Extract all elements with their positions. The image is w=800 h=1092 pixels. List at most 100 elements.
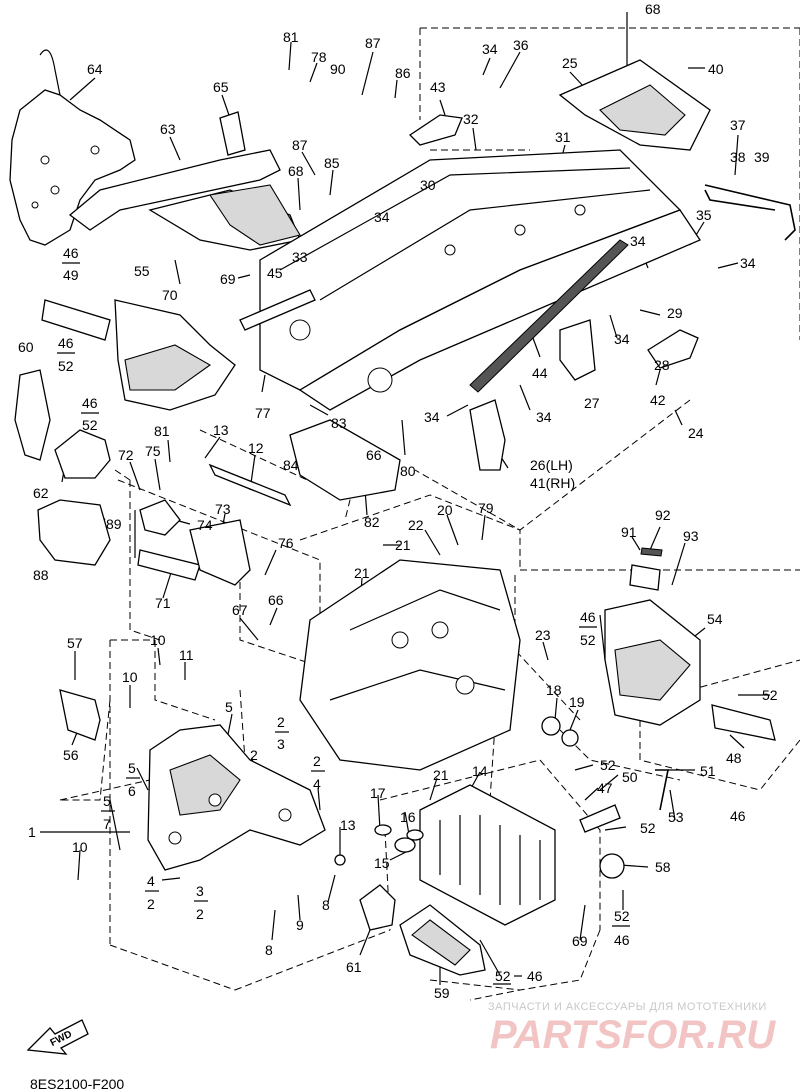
rear-plate-recess	[599, 84, 686, 136]
side-bracket-part-26-41	[469, 399, 506, 471]
tunnel-frame-part-24	[259, 149, 701, 411]
part-92	[640, 547, 663, 557]
part-label-34-f: 34	[424, 409, 440, 425]
part-label-9: 9	[296, 917, 304, 933]
part-label-2-e: 2	[196, 906, 204, 922]
part-label-5-c: 5	[103, 793, 111, 809]
ring-part-18	[541, 716, 561, 736]
part-label-34-b: 34	[374, 209, 390, 225]
part-label-5: 5	[225, 699, 233, 715]
part-label-3: 3	[277, 736, 285, 752]
part-label-83: 83	[331, 415, 347, 431]
part-label-5-b: 5	[128, 760, 136, 776]
part-label-52-c: 52	[580, 632, 596, 648]
part-label-61: 61	[346, 959, 362, 975]
pad-part-28	[647, 329, 699, 369]
part-label-53: 53	[668, 809, 684, 825]
part-label-66-b: 66	[268, 592, 284, 608]
part-label-11: 11	[179, 647, 194, 663]
rail-part-12	[208, 463, 292, 507]
part-label-25: 25	[562, 55, 578, 71]
rod-part-51	[655, 769, 669, 811]
lower-frame-part-22	[299, 559, 521, 771]
part-label-10-b: 10	[122, 669, 138, 685]
part-label-82: 82	[364, 514, 380, 530]
front-frame-part-64	[9, 49, 136, 246]
part-label-27: 27	[584, 395, 600, 411]
part-label-71: 71	[155, 595, 171, 611]
part-label-2-d: 2	[147, 896, 155, 912]
part-label-73: 73	[215, 501, 231, 517]
part-label-40: 40	[708, 61, 724, 77]
part-label-13-b: 13	[340, 817, 356, 833]
group-boundaries	[59, 27, 800, 1001]
part-label-52-g: 52	[614, 908, 630, 924]
part-label-52-h: 52	[495, 968, 511, 984]
part-label-47: 47	[597, 780, 613, 796]
part-label-41-rh: 41(RH)	[530, 475, 575, 491]
part-label-3-b: 3	[196, 883, 204, 899]
part-label-49: 49	[63, 267, 79, 283]
part-label-69: 69	[220, 271, 236, 287]
heat-exchanger-part-14	[419, 784, 556, 926]
disc-part-58	[599, 853, 625, 879]
part-label-20: 20	[437, 502, 453, 518]
part-label-1: 1	[28, 824, 36, 840]
part-label-46-d: 46	[580, 609, 596, 625]
part-label-58: 58	[655, 859, 671, 875]
bracket-part-56	[59, 689, 101, 741]
part-label-14: 14	[472, 763, 488, 779]
fwd-arrow-icon: FWD	[26, 1019, 89, 1055]
pad-part-43	[408, 114, 463, 146]
part-label-86: 86	[395, 65, 411, 81]
part-label-4-b: 4	[147, 873, 155, 889]
plate-part-71	[137, 549, 201, 581]
part-label-59: 59	[434, 985, 450, 1001]
part-label-70: 70	[162, 287, 178, 303]
bracket-part-65	[219, 111, 246, 156]
part-label-88: 88	[33, 567, 49, 583]
part-label-2-c: 2	[313, 753, 321, 769]
part-label-55: 55	[134, 263, 150, 279]
tray-part-82	[289, 419, 401, 501]
part-label-51: 51	[700, 763, 716, 779]
part-label-35: 35	[696, 207, 712, 223]
part-label-81-b: 81	[154, 423, 170, 439]
bracket-part-73	[189, 519, 251, 586]
part-label-44: 44	[532, 365, 548, 381]
part-label-77: 77	[255, 405, 271, 421]
watermark-caption: ЗАПЧАСТИ И АКСЕССУАРЫ ДЛЯ МОТОТЕХНИКИ	[488, 1001, 767, 1013]
part-label-19: 19	[569, 694, 585, 710]
front-suspension-part-1	[147, 724, 326, 871]
part-label-92: 92	[655, 507, 671, 523]
part-label-21: 21	[395, 537, 411, 553]
part-label-45: 45	[267, 265, 283, 281]
cover-part-59	[399, 904, 486, 976]
part-label-64: 64	[87, 61, 103, 77]
part-label-68: 68	[645, 1, 661, 17]
part-label-34-d: 34	[740, 255, 756, 271]
part-label-72: 72	[118, 447, 134, 463]
part-label-87: 87	[365, 35, 381, 51]
part-label-2: 2	[277, 714, 285, 730]
sleeve-part-16	[406, 829, 424, 841]
part-label-8: 8	[322, 897, 330, 913]
plate-part-49	[41, 299, 111, 341]
part-label-81: 81	[283, 29, 299, 45]
strip-part-45	[239, 289, 316, 331]
part-label-75: 75	[145, 443, 161, 459]
part-label-10-c: 10	[72, 839, 88, 855]
part-label-67: 67	[232, 602, 248, 618]
part-label-26-lh: 26(LH)	[530, 457, 573, 473]
part-label-69-b: 69	[572, 933, 588, 949]
part-labels: 68 81 87 34 36 78 64 25 40 90 86 43 65 3…	[18, 1, 778, 1001]
grab-bar-part-37-lower	[704, 189, 776, 211]
part-label-79: 79	[478, 500, 494, 516]
part-label-34-e: 34	[614, 331, 630, 347]
part-label-52-f: 52	[640, 820, 656, 836]
part-label-63: 63	[160, 121, 176, 137]
part-label-56: 56	[63, 747, 79, 763]
part-label-78: 78	[311, 49, 327, 65]
part-label-52-e: 52	[600, 757, 616, 773]
